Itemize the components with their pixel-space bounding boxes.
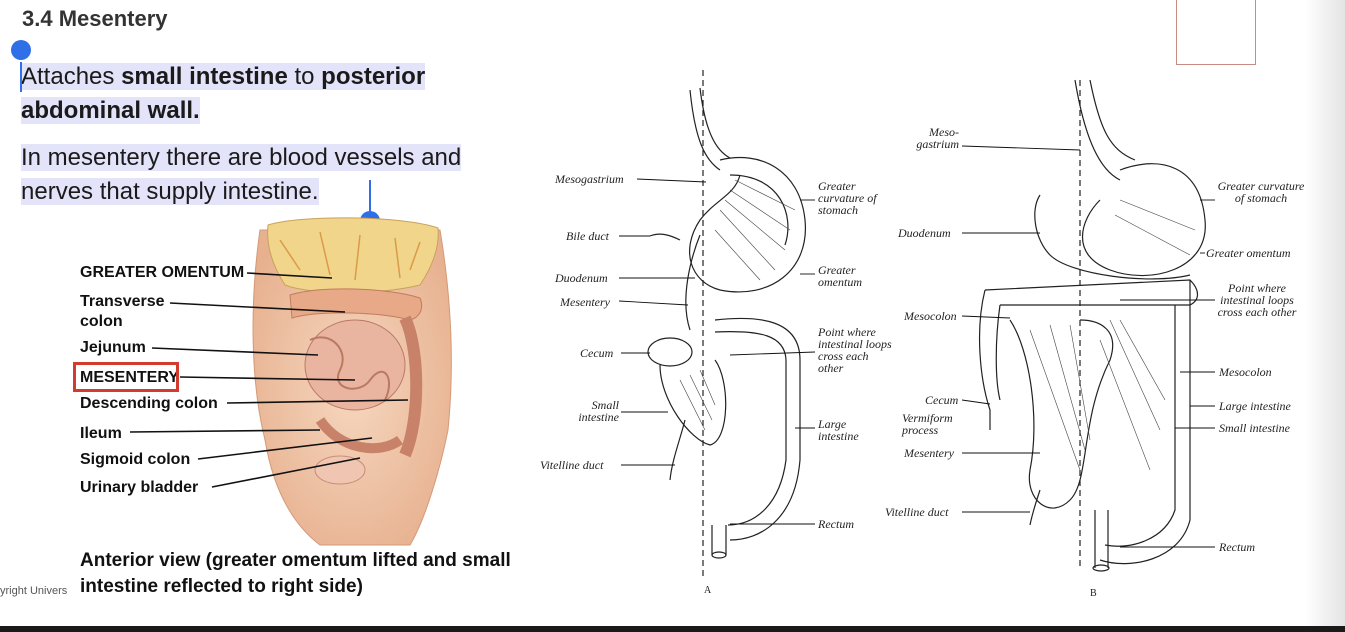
a-label-small-intestine: Small intestine — [578, 398, 619, 424]
b-label-mesogastrium: Meso- gastrium — [916, 125, 959, 151]
text-run: Attaches — [21, 63, 122, 90]
placeholder-frame — [1176, 0, 1256, 65]
paragraph-attaches[interactable]: Attaches small intestine to posterior ab… — [21, 60, 491, 128]
figure-caption: Anterior view (greater omentum lifted an… — [80, 550, 511, 597]
page-edge-shadow — [1305, 0, 1345, 632]
b-label-greater-omentum: Greater omentum — [1206, 246, 1291, 260]
page-title: 3.4 Mesentery — [22, 6, 168, 31]
copyright-notice: yright Univers — [0, 585, 68, 597]
label-greater-omentum: GREATER OMENTUM — [80, 264, 245, 281]
label-transverse-colon: Transverse colon — [80, 293, 165, 330]
selection-start-handle[interactable] — [11, 40, 31, 60]
selection-start-caret — [20, 62, 22, 92]
mesentery-highlight-box — [73, 362, 179, 392]
a-label-cecum: Cecum — [580, 346, 614, 360]
a-label-vitelline-duct: Vitelline duct — [540, 458, 604, 472]
a-label-greater-omentum: Greater omentum — [818, 263, 862, 289]
b-label-mesocolon-right: Mesocolon — [1219, 365, 1272, 379]
b-label-rectum: Rectum — [1219, 540, 1255, 554]
label-ileum: Ileum — [80, 425, 122, 442]
b-label-greater-curvature: Greater curvature of stomach — [1217, 179, 1305, 205]
bold-small-intestine: small intestine — [121, 63, 288, 90]
selection-end-caret — [369, 180, 371, 214]
b-label-mesocolon-left: Mesocolon — [904, 309, 957, 323]
label-urinary-bladder: Urinary bladder — [80, 479, 199, 496]
a-label-mesentery: Mesentery — [560, 295, 610, 309]
b-label-small-intestine: Small intestine — [1219, 421, 1290, 435]
a-label-bile-duct: Bile duct — [566, 229, 609, 243]
b-label-mesentery: Mesentery — [904, 446, 954, 460]
label-sigmoid-colon: Sigmoid colon — [80, 451, 191, 468]
label-descending-colon: Descending colon — [80, 395, 218, 412]
a-label-greater-curvature: Greater curvature of stomach — [818, 179, 877, 217]
plate-letter-b: B — [1090, 588, 1097, 599]
bottom-bar — [0, 626, 1345, 632]
label-mesentery: MESENTERY — [80, 369, 179, 386]
b-label-cecum: Cecum — [925, 393, 959, 407]
a-label-duodenum: Duodenum — [555, 271, 608, 285]
a-label-rectum: Rectum — [818, 517, 854, 531]
bold-posterior-wall: posterior abdominal wall. — [21, 63, 426, 124]
a-label-mesogastrium: Mesogastrium — [555, 172, 624, 186]
label-jejunum: Jejunum — [80, 339, 146, 356]
b-label-vermiform-process: Vermiform process — [902, 411, 953, 437]
b-label-duodenum: Duodenum — [898, 226, 951, 240]
plate-letter-a: A — [704, 585, 712, 596]
paragraph-vessels[interactable]: In mesentery there are blood vessels and… — [21, 141, 531, 209]
text-run: to — [287, 63, 322, 90]
b-label-vitelline-duct: Vitelline duct — [885, 505, 949, 519]
a-label-large-intestine: Large intestine — [818, 417, 859, 443]
b-label-point-where: Point where intestinal loops cross each … — [1217, 281, 1297, 319]
b-label-large-intestine: Large intestine — [1219, 399, 1291, 413]
a-label-point-where: Point where intestinal loops cross each … — [818, 325, 892, 375]
